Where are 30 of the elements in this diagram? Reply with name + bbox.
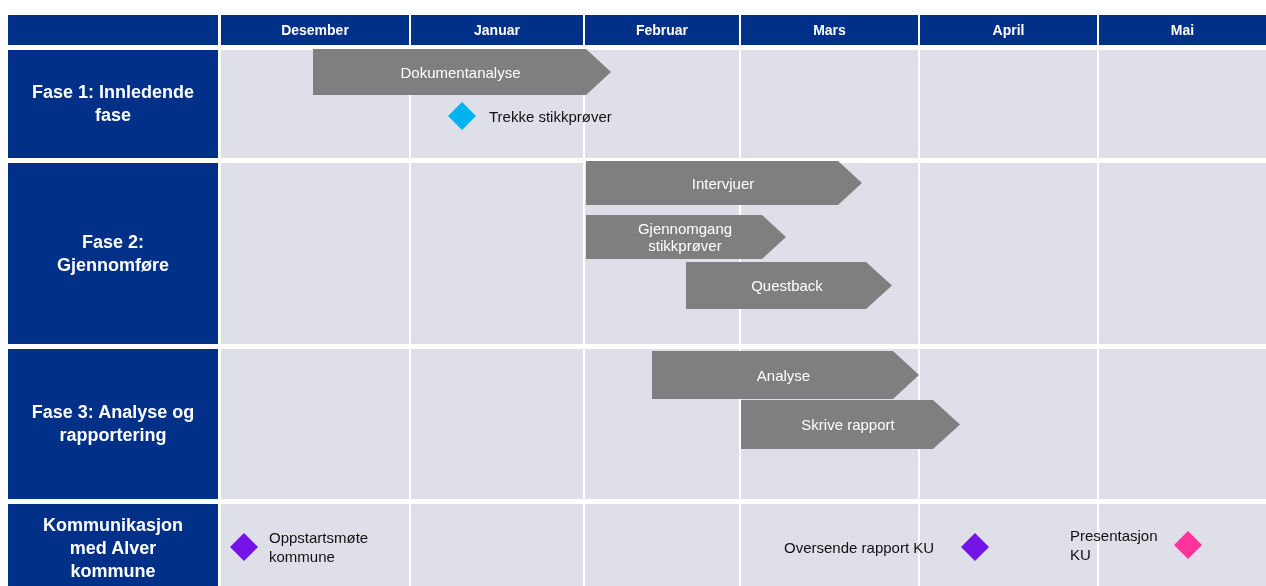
task-label: Analyse [755,365,812,386]
task-label: Gjennomgang stikkprøver [636,219,734,256]
month-header: Mai [1099,15,1266,45]
milestone-label: Presentasjon KU [1070,526,1159,564]
milestone-diamond [1174,531,1202,559]
task-bar [741,400,960,449]
phase-header: Fase 3: Analyse og rapportering [8,349,218,499]
task-label: Intervjuer [690,173,756,194]
month-header: Mars [741,15,918,45]
task-label: Dokumentanalyse [399,62,522,83]
phase-header: Fase 1: Innledende fase [8,50,218,158]
task-bar [313,49,611,95]
milestone-diamond [448,102,476,130]
milestone-diamond [961,533,989,561]
milestone-label: Trekke stikkprøver [489,106,613,126]
month-header: Februar [585,15,739,45]
phase-header: Kommunikasjon med Alver kommune [8,504,218,586]
milestone-label: Oversende rapport KU [784,537,936,557]
month-header: April [920,15,1097,45]
task-bar [652,351,919,399]
month-header: Januar [411,15,583,45]
task-bar [686,262,892,309]
month-header: Desember [221,15,409,45]
task-bar [586,215,786,259]
milestone-label: Oppstartsmøte kommune [269,528,370,566]
task-label: Questback [750,276,824,296]
task-bar [586,161,862,205]
milestone-diamond [230,533,258,561]
task-label: Skrive rapport [800,415,896,435]
phase-header: Fase 2: Gjennomføre [8,163,218,344]
